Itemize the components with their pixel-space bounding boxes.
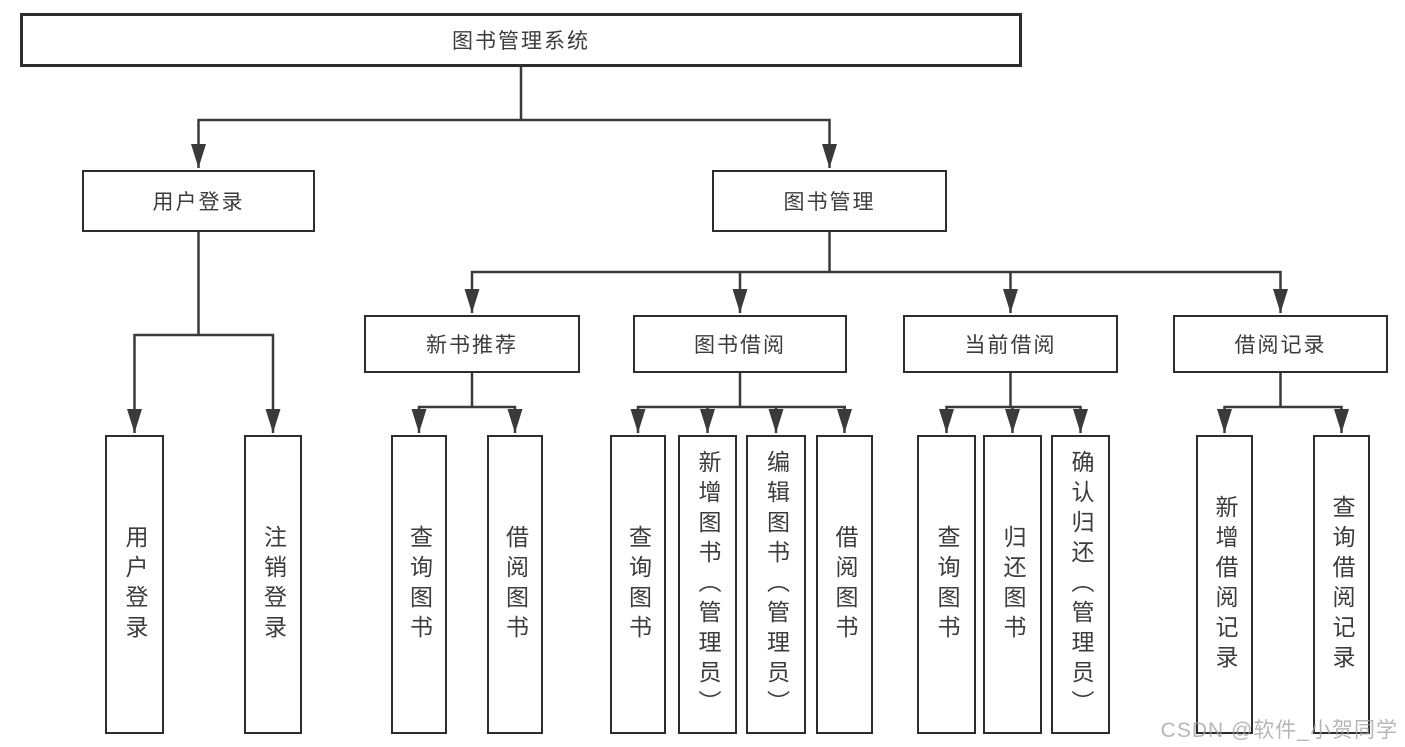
node-user-login: 用户登录 bbox=[82, 170, 315, 232]
leaf-current-return-books: 归还图书 bbox=[983, 435, 1042, 734]
leaf-records-add-borrow-record: 新增借阅记录 bbox=[1196, 435, 1253, 734]
leaf-current-confirm-return-admin: 确认归还（管理员） bbox=[1051, 435, 1110, 734]
node-current-borrow: 当前借阅 bbox=[903, 315, 1118, 373]
node-borrow-records: 借阅记录 bbox=[1173, 315, 1388, 373]
leaf-records-query-borrow-record: 查询借阅记录 bbox=[1313, 435, 1370, 734]
leaf-borrow-add-books-admin: 新增图书（管理员） bbox=[678, 435, 737, 734]
leaf-borrow-query-books: 查询图书 bbox=[610, 435, 666, 734]
leaf-logout: 注销登录 bbox=[244, 435, 302, 734]
node-book-management: 图书管理 bbox=[712, 170, 947, 232]
node-book-borrow: 图书借阅 bbox=[633, 315, 847, 373]
leaf-recommend-borrow-books: 借阅图书 bbox=[487, 435, 543, 734]
csdn-watermark: CSDN @软件_小贺同学 bbox=[1160, 719, 1398, 742]
node-new-book-recommend: 新书推荐 bbox=[364, 315, 580, 373]
leaf-borrow-edit-books-admin: 编辑图书（管理员） bbox=[746, 435, 806, 734]
leaf-user-login: 用户登录 bbox=[105, 435, 164, 734]
node-root-library-management-system: 图书管理系统 bbox=[20, 13, 1022, 67]
leaf-current-query-books: 查询图书 bbox=[917, 435, 976, 734]
leaf-borrow-borrow-books: 借阅图书 bbox=[816, 435, 873, 734]
leaf-recommend-query-books: 查询图书 bbox=[391, 435, 447, 734]
